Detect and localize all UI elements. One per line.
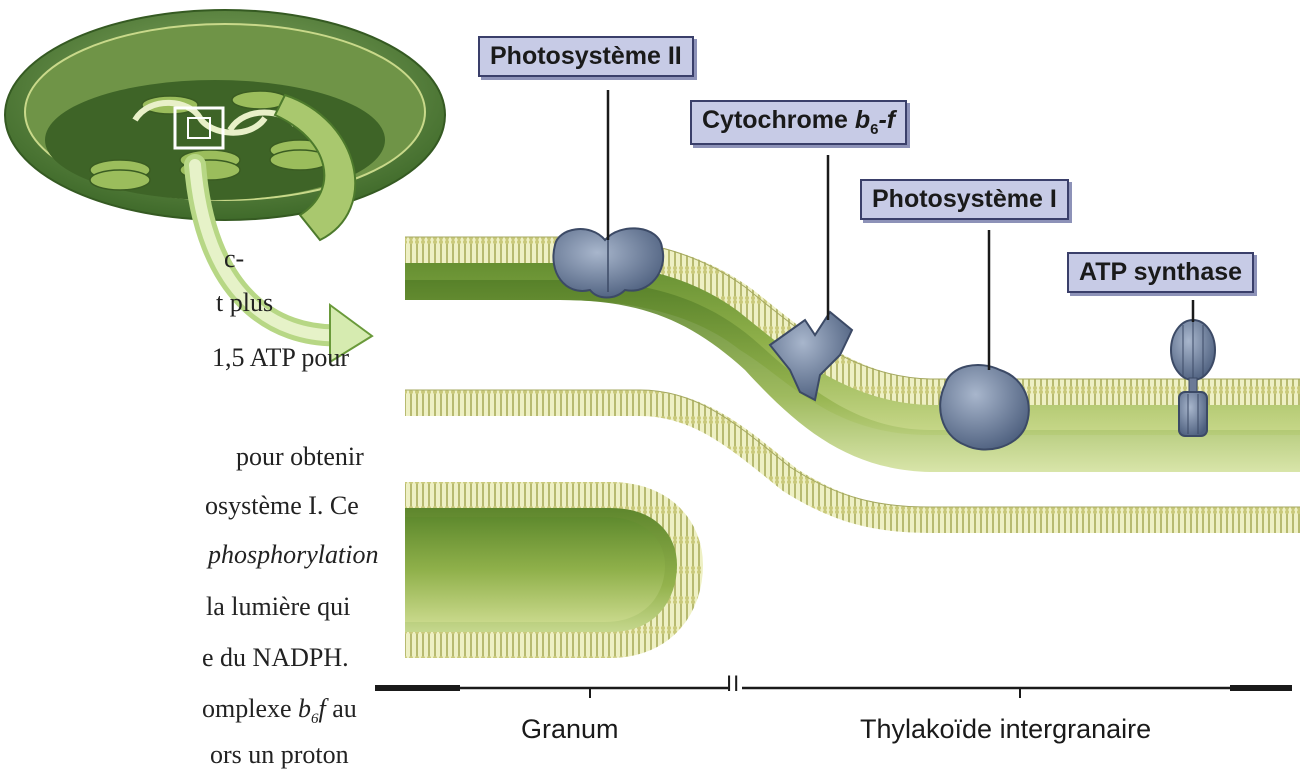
photosystem-i-label: Photosystème I [860, 179, 1069, 220]
scale-break-mark: II [726, 673, 740, 695]
body-text-line-9-end: au [326, 694, 357, 723]
atp-synthase-label: ATP synthase [1067, 252, 1254, 293]
intergranaire-label: Thylakoïde intergranaire [860, 716, 1151, 743]
body-text-line-6: phosphorylation [208, 542, 378, 568]
body-text-line-9: omplexe b6f au [202, 696, 357, 727]
b6f-sub: 6 [311, 711, 319, 727]
body-text-line-7: la lumière qui [206, 594, 350, 620]
body-text-line-9-start: omplexe [202, 694, 298, 723]
b6f-f: f [319, 694, 326, 723]
granum-thylakoid [405, 495, 690, 645]
cytochrome-label-b: b [855, 106, 870, 134]
scale-bar [375, 688, 1292, 698]
cytochrome-label-prefix: Cytochrome [702, 106, 855, 134]
b6f-b: b [298, 694, 311, 723]
photosystem-ii-label: Photosystème II [478, 36, 694, 77]
body-text-line-8: e du NADPH. [202, 645, 349, 671]
body-text-line-10: ors un proton [210, 742, 349, 768]
cytochrome-label-suffix: -f [878, 106, 895, 134]
body-text-line-1: c- [224, 246, 244, 272]
photosystem-i-protein [940, 365, 1029, 450]
body-text-line-4: pour obtenir [236, 444, 364, 470]
cytochrome-b6f-label: Cytochrome b6-f [690, 100, 907, 145]
body-text-line-3: 1,5 ATP pour [212, 345, 349, 371]
body-text-line-5: osystème I. Ce [205, 493, 359, 519]
body-text-line-2: t plus [216, 290, 273, 316]
granum-label: Granum [521, 716, 619, 743]
